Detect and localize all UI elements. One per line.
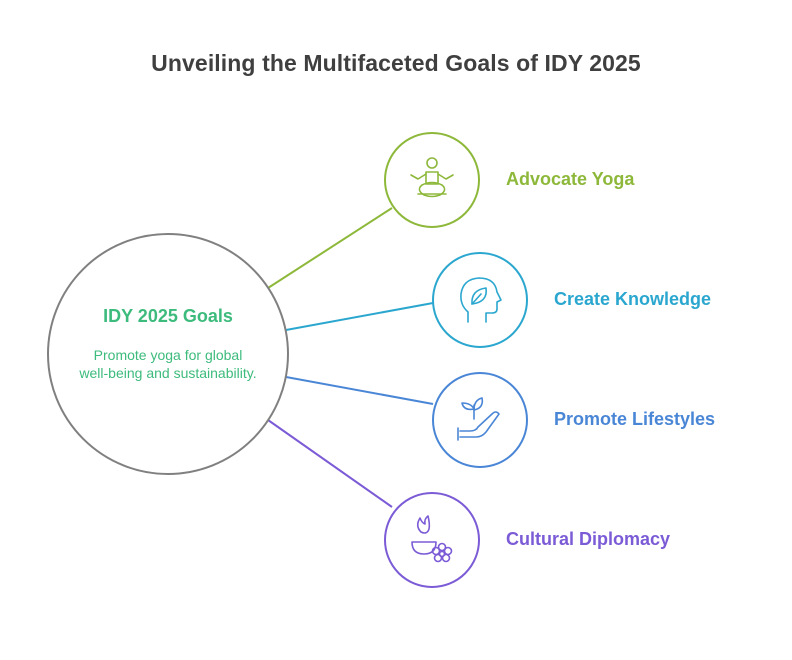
goal-label-create-knowledge: Create Knowledge — [554, 289, 712, 309]
goal-label-advocate-yoga: Advocate Yoga — [506, 169, 635, 189]
page-title: Unveiling the Multifaceted Goals of IDY … — [151, 50, 641, 76]
connector-create-knowledge — [285, 302, 434, 331]
goal-label-promote-lifestyles: Promote Lifestyles — [554, 409, 716, 429]
meditation-icon — [410, 157, 454, 198]
center-description: Promote yoga for global well-being and s… — [79, 347, 257, 381]
goal-circle-create-knowledge — [432, 252, 528, 348]
goal-circle-advocate-yoga — [384, 132, 480, 228]
connector-promote-lifestyles — [285, 376, 434, 405]
hand-plant-icon — [457, 397, 500, 441]
lamp-flower-icon — [411, 515, 453, 563]
center-title: IDY 2025 Goals — [103, 306, 233, 326]
goal-circle-cultural-diplomacy — [384, 492, 480, 588]
connector-cultural-diplomacy — [267, 419, 393, 508]
center-circle — [47, 233, 289, 475]
head-leaf-icon — [460, 277, 502, 323]
connector-advocate-yoga — [267, 207, 393, 289]
goal-label-cultural-diplomacy: Cultural Diplomacy — [506, 529, 671, 549]
goal-circle-promote-lifestyles — [432, 372, 528, 468]
